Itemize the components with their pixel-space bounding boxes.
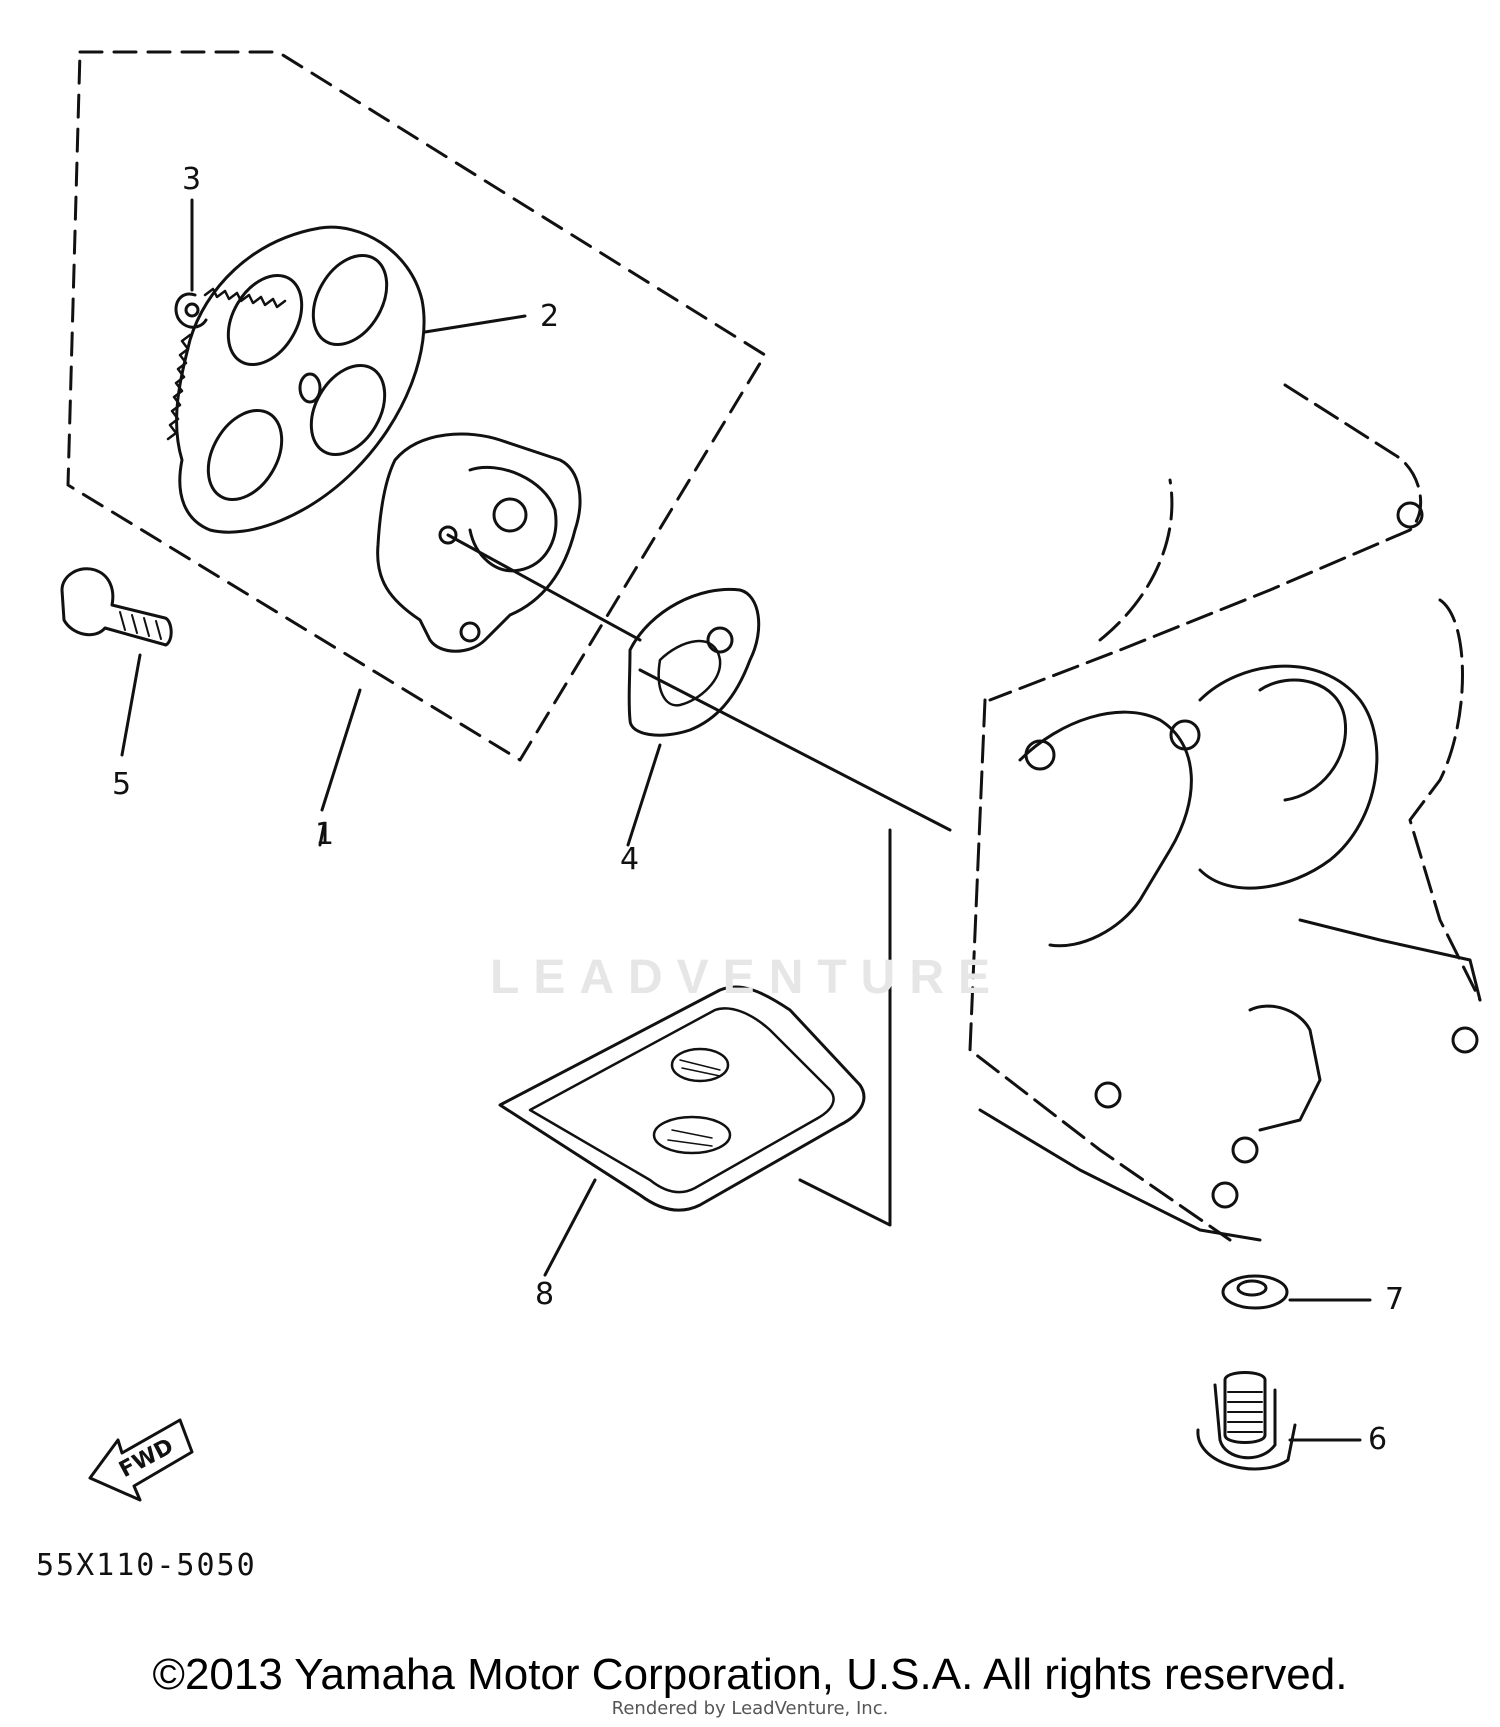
oil-pump-body <box>376 432 642 653</box>
watermark: LEADVENTURE <box>490 951 1005 1004</box>
oil-pump-gear <box>166 225 426 534</box>
callout-2: 2 <box>540 299 560 334</box>
callout-5: 5 <box>112 767 132 802</box>
washer <box>1221 1274 1372 1310</box>
crankcase <box>968 383 1482 1242</box>
drain-plug <box>1196 1371 1362 1471</box>
forward-arrow <box>88 1418 194 1502</box>
gasket <box>626 587 952 847</box>
callout-4: 4 <box>620 842 640 877</box>
oil-strainer <box>498 828 892 1277</box>
circlip <box>174 198 208 329</box>
callout-3: 3 <box>182 162 202 197</box>
copyright-notice: ©2013 Yamaha Motor Corporation, U.S.A. A… <box>152 1650 1348 1699</box>
callout-7: 7 <box>1385 1282 1405 1317</box>
part-code: 55X110-5050 <box>36 1548 257 1583</box>
assembly-outline <box>66 50 767 762</box>
crankcase-solid-lines <box>978 501 1482 1242</box>
callout-8: 8 <box>535 1277 555 1312</box>
callout-6: 6 <box>1368 1422 1388 1457</box>
bolt <box>60 567 173 757</box>
callout-1: 1 <box>315 817 335 852</box>
rendered-by-notice: Rendered by LeadVenture, Inc. <box>611 1698 889 1719</box>
